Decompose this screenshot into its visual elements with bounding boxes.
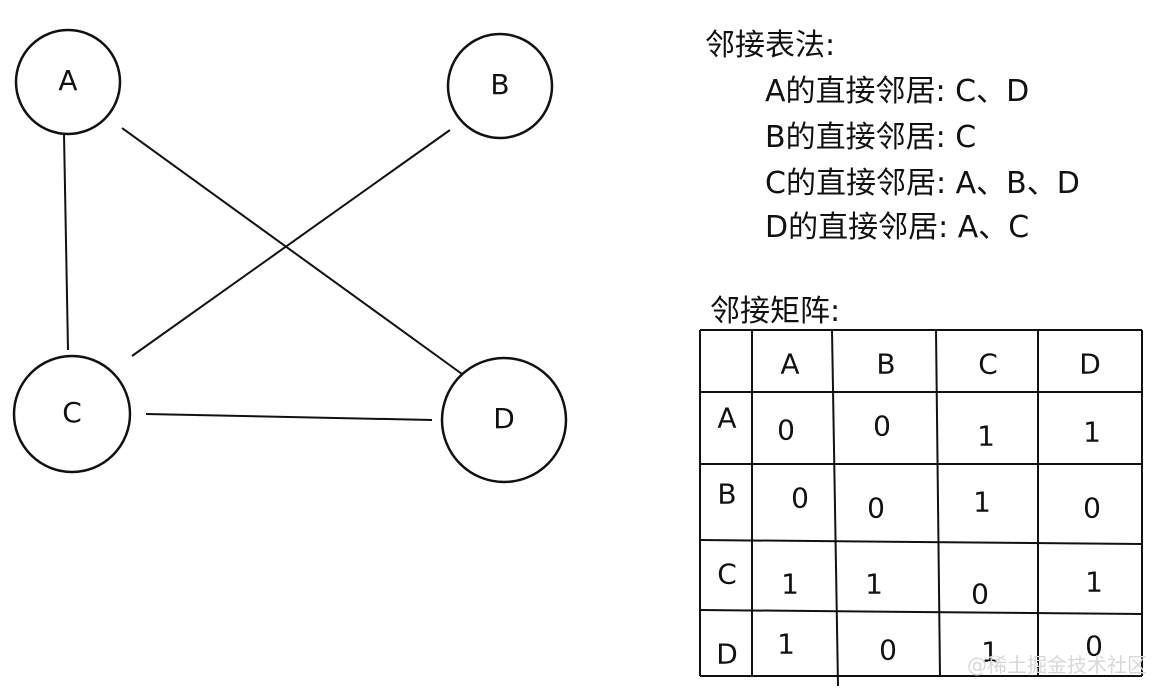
adjacency-list-row-a: A的直接邻居: C、D — [765, 74, 1030, 109]
matrix-cell-c-a: 1 — [781, 567, 799, 601]
edge-b-c — [131, 129, 451, 357]
matrix-cell-d-a: 1 — [777, 627, 795, 661]
watermark: @稀土掘金技术社区 — [967, 653, 1147, 677]
node-d-label: D — [493, 402, 515, 435]
matrix-row-header-d: D — [716, 637, 738, 671]
node-c: C — [12, 354, 132, 474]
matrix-col-header-c: C — [978, 347, 998, 381]
node-c-circle — [12, 354, 132, 474]
matrix-cell-d-c: 1 — [981, 635, 999, 669]
matrix-cell-b-a: 0 — [791, 481, 809, 515]
node-a-circle — [14, 28, 122, 136]
adjacency-list-row-b: B的直接邻居: C — [765, 120, 977, 155]
matrix-cell-a-d: 1 — [1083, 415, 1101, 449]
matrix-row-header-a: A — [717, 401, 737, 435]
matrix-cell-b-b: 0 — [867, 491, 885, 525]
adjacency-matrix-grid — [699, 329, 1143, 687]
edge-a-d — [121, 127, 463, 375]
matrix-col-header-b: B — [876, 347, 896, 381]
matrix-cell-d-b: 0 — [879, 633, 897, 667]
adjacency-list-row-c: C的直接邻居: A、B、D — [765, 166, 1080, 201]
matrix-row-header-c: C — [717, 557, 737, 591]
graph-nodes: A B C D — [12, 28, 568, 484]
node-b-circle — [446, 32, 554, 140]
edge-c-d — [145, 413, 433, 421]
matrix-hline-3 — [699, 539, 1143, 545]
matrix-cell-c-d: 1 — [1085, 565, 1103, 599]
matrix-cell-a-c: 1 — [977, 419, 995, 453]
matrix-cell-d-d: 0 — [1085, 629, 1103, 663]
matrix-col-header-a: A — [780, 347, 800, 381]
node-b: B — [446, 32, 554, 140]
matrix-cell-a-b: 0 — [873, 409, 891, 443]
matrix-vline-3 — [935, 329, 941, 677]
node-a: A — [14, 28, 122, 136]
adjacency-list-row-d: D的直接邻居: A、C — [765, 210, 1030, 245]
node-b-label: B — [490, 68, 509, 101]
graph-edges — [63, 127, 463, 421]
adjacency-matrix-title: 邻接矩阵: — [710, 294, 841, 329]
matrix-cell-a-a: 0 — [777, 413, 795, 447]
matrix-cell-c-c: 0 — [971, 577, 989, 611]
matrix-hline-4 — [699, 609, 1143, 615]
node-a-label: A — [58, 64, 77, 97]
matrix-col-header-d: D — [1079, 347, 1101, 381]
matrix-vline-2 — [831, 329, 839, 687]
matrix-cell-b-d: 0 — [1083, 491, 1101, 525]
node-d: D — [440, 356, 568, 484]
edge-a-c — [63, 133, 69, 351]
node-c-label: C — [62, 396, 82, 429]
matrix-cell-c-b: 1 — [865, 567, 883, 601]
node-d-circle — [440, 356, 568, 484]
matrix-cell-b-c: 1 — [973, 485, 991, 519]
matrix-row-header-b: B — [717, 477, 737, 511]
adjacency-list-title: 邻接表法: — [705, 28, 836, 63]
